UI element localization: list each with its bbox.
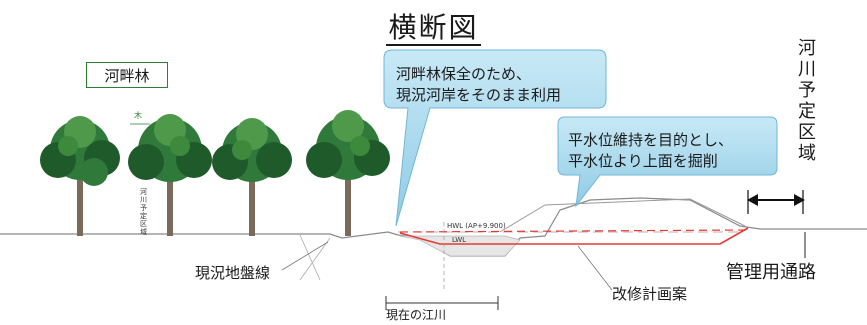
tree: [306, 110, 390, 236]
river-zone-char: 定: [798, 101, 816, 122]
tree-zone-char: 川: [140, 196, 147, 204]
callout-1-line-2: 現況河岸をそのまま利用: [396, 86, 562, 104]
river-zone-char: 域: [798, 143, 816, 164]
tree-zone-small-label: 河 川 予 定 区 域: [139, 188, 148, 236]
riparian-forest-label: 河畔林: [86, 62, 168, 88]
tree: [212, 118, 292, 236]
callout-2-line-2: 平水位より上面を掘削: [568, 152, 718, 170]
hwl-label: HWL (AP+9.900): [447, 222, 506, 230]
callout-bubble-1: [383, 49, 607, 227]
river-zone-char: 川: [798, 59, 816, 80]
current-river-label: 現在の江川: [386, 308, 447, 322]
ground-leader: [281, 241, 329, 271]
arrow-right-icon: [794, 194, 805, 206]
tree: [40, 116, 120, 236]
page-title: 横断図: [386, 11, 481, 46]
management-road-label: 管理用通路: [726, 262, 816, 283]
tree-zone-char: 予: [140, 204, 147, 212]
river-zone-label: 河 川 予 定 区 域: [795, 38, 819, 164]
river-zone-char: 区: [798, 122, 816, 143]
river-zone-char: 河: [798, 38, 816, 59]
improvement-plan-label: 改修計画案: [612, 285, 688, 303]
basin-slope: [299, 234, 331, 281]
improvement-plan-line: [399, 227, 749, 245]
callout-1-line-1: 河畔林保全のため、: [396, 65, 532, 83]
callout-bubble-2: [557, 116, 778, 208]
tree-zone-char: 域: [140, 228, 147, 236]
tree: [128, 114, 212, 236]
tree-zone-char: 河: [140, 188, 147, 196]
callout-2-line-1: 平水位維持を目的とし、: [568, 131, 734, 149]
plan-leader: [577, 245, 613, 291]
callout-text-2: 平水位維持を目的とし、 平水位より上面を掘削: [568, 130, 768, 172]
embankment: [499, 198, 746, 233]
tree-zone-char: 区: [140, 220, 147, 228]
tree-zone-char: 定: [140, 212, 147, 220]
river-zone-char: 予: [798, 80, 816, 101]
tree-mark-label: 木: [134, 111, 142, 120]
callout-text-1: 河畔林保全のため、 現況河岸をそのまま利用: [396, 64, 616, 106]
lwl-label: LWL: [452, 236, 467, 244]
plan-dashed-line: [399, 229, 749, 233]
arrow-left-icon: [747, 194, 758, 206]
current-river-bracket: [385, 296, 499, 310]
existing-ground-label: 現況地盤線: [195, 264, 271, 282]
